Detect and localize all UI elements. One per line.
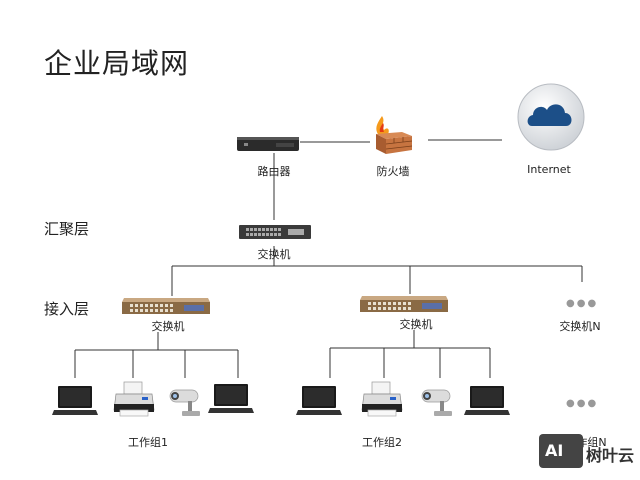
internet-cloud-icon [517, 83, 585, 151]
security-camera-icon [421, 389, 452, 416]
router-icon [237, 137, 299, 151]
router-label: 路由器 [257, 165, 291, 178]
watermark-text: 树叶云 [586, 446, 635, 465]
access-switch-1-icon [122, 298, 210, 314]
laptop-icon [464, 386, 510, 415]
core-switch-icon [239, 225, 311, 239]
laptop-icon [296, 386, 342, 415]
switch-n-ellipsis: ●●● [566, 298, 599, 309]
printer-icon [113, 381, 155, 417]
access-switch-2-icon [360, 296, 448, 312]
access-layer-label: 接入层 [44, 300, 90, 318]
internet-label: Internet [527, 163, 571, 176]
group-n-ellipsis: ●●● [566, 398, 599, 409]
firewall-label: 防火墙 [376, 165, 410, 178]
watermark-logo: AI [539, 434, 583, 468]
access-switch-2-label: 交换机 [399, 318, 433, 331]
security-camera-icon [169, 389, 200, 416]
core-switch-label: 交换机 [257, 248, 291, 261]
workgroup-2-label: 工作组2 [362, 436, 402, 449]
access-switch-1-label: 交换机 [151, 320, 185, 333]
workgroup-1-label: 工作组1 [128, 436, 168, 449]
printer-icon [361, 381, 403, 417]
laptop-icon [52, 386, 98, 415]
access-switch-n-label: 交换机N [559, 320, 601, 333]
aggregation-layer-label: 汇聚层 [44, 220, 90, 238]
laptop-icon [208, 384, 254, 413]
page-title: 企业局域网 [44, 47, 190, 80]
firewall-icon [376, 116, 413, 154]
